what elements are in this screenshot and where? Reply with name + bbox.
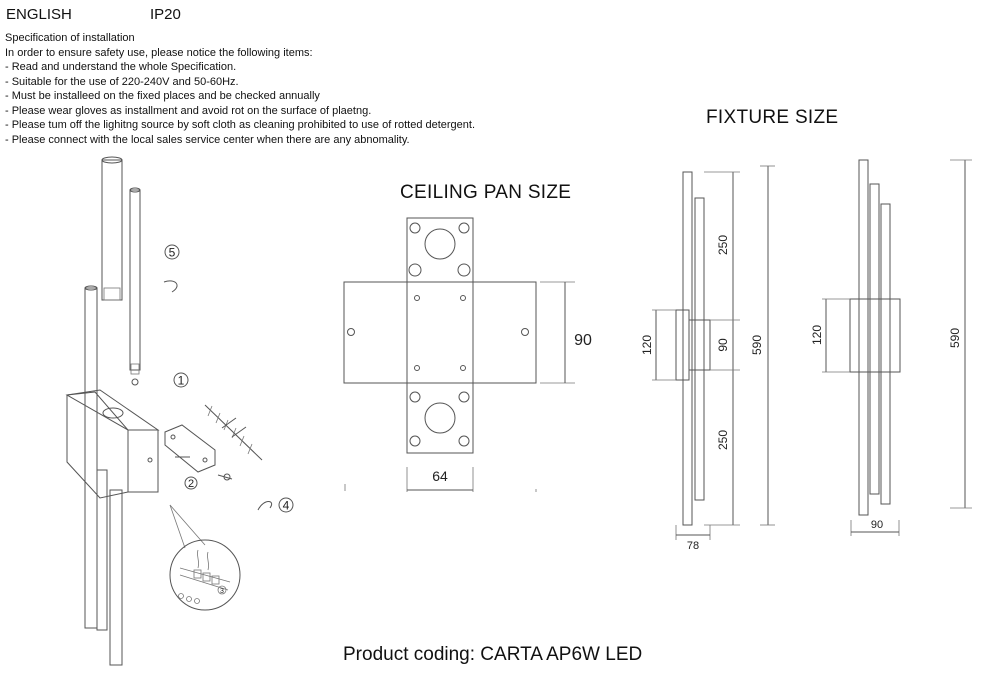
specification-text: Specification of installation In order t… (5, 31, 475, 147)
fixture-front-view: 120 590 90 (810, 159, 972, 536)
ceiling-pan-vertical-plate (406, 217, 474, 454)
fixture-side-view: 120 250 90 250 590 78 (640, 165, 775, 552)
ip-rating-label: IP20 (150, 6, 181, 23)
spec-item: - Please tum off the lighitng source by … (5, 119, 476, 131)
exploded-assembly-view: 5 1 2 4 3 (65, 156, 294, 666)
side-depth-label: 78 (687, 540, 699, 552)
spec-item: - Must be installeed on the fixed places… (5, 90, 320, 102)
side-mid-length-label: 90 (716, 338, 730, 352)
front-width-label: 90 (871, 519, 883, 531)
front-body-height-label: 120 (810, 325, 824, 345)
step-badge (184, 476, 198, 490)
side-total-length-label: 590 (750, 335, 764, 355)
step-number: 2 (188, 478, 194, 490)
side-top-length-label: 250 (716, 235, 730, 255)
spec-item: - Suitable for the use of 220-240V and 5… (5, 75, 239, 88)
step-number: 4 (283, 499, 290, 513)
step-number: 1 (178, 374, 185, 388)
ceiling-pan-height-label: 90 (574, 332, 592, 349)
spec-title: Specification of installation (5, 32, 135, 44)
step-badge (278, 497, 294, 513)
product-coding: Product coding: CARTA AP6W LED (343, 644, 643, 665)
ceiling-pan-title: CEILING PAN SIZE (400, 182, 572, 203)
mounting-bracket (164, 424, 216, 473)
tube-long-left (84, 287, 98, 629)
spec-item: - Please wear gloves as installment and … (5, 104, 372, 117)
spec-item: - Read and understand the whole Specific… (5, 61, 237, 73)
language-label: ENGLISH (6, 6, 72, 23)
step-badge (164, 244, 180, 260)
front-total-length-label: 590 (948, 328, 962, 348)
spec-item: - Please connect with the local sales se… (5, 133, 410, 146)
spec-intro: In order to ensure safety use, please no… (5, 46, 313, 59)
side-body-height-label: 120 (640, 335, 654, 355)
ceiling-pan-diagram: 90 64 (343, 217, 592, 492)
fixture-size-title: FIXTURE SIZE (706, 107, 839, 128)
tube-bottom-a (96, 469, 108, 631)
ceiling-pan-horizontal-plate (343, 281, 537, 384)
step-badge (173, 372, 189, 388)
tube-top-thin (129, 189, 141, 371)
step-number: 5 (169, 246, 176, 260)
step-number: 3 (220, 588, 224, 595)
wiring-detail-circle (169, 539, 241, 611)
tube-top-short (101, 159, 123, 301)
side-bottom-length-label: 250 (716, 430, 730, 450)
tube-bottom-b (109, 489, 123, 666)
ceiling-pan-width-label: 64 (432, 468, 448, 484)
